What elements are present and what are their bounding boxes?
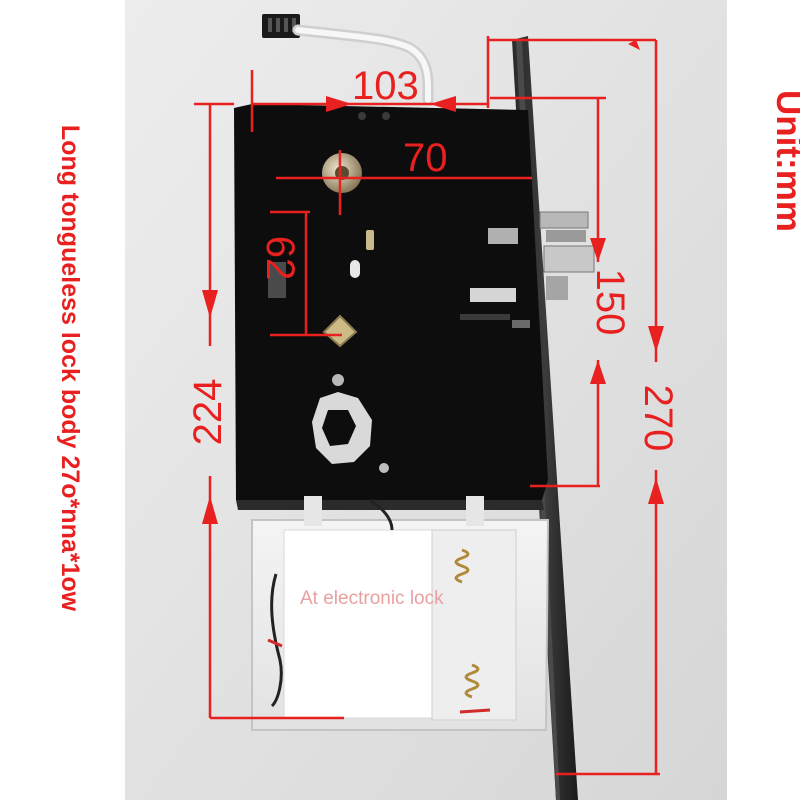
dimension-label-103: 103 [352,64,419,108]
dimension-label-224: 224 [186,378,230,446]
lock-body [234,104,548,510]
dimension-label-150: 150 [588,268,632,336]
dimension-label-70: 70 [403,136,448,180]
electronics-box [251,496,550,731]
cam-diamond [322,314,358,348]
battery-compartment [431,529,517,721]
unit-label: Unit:mm [769,90,800,232]
dimension-lines [194,36,664,776]
wire-harness [262,14,434,106]
watermark-caption: At electronic lock [300,588,444,609]
dimension-label-270: 270 [636,384,680,452]
dimension-label-62: 62 [258,235,302,281]
left-side-caption: Long tongueless lock body 27o*nna*1ow [56,124,84,612]
latch-bolts [539,211,595,300]
